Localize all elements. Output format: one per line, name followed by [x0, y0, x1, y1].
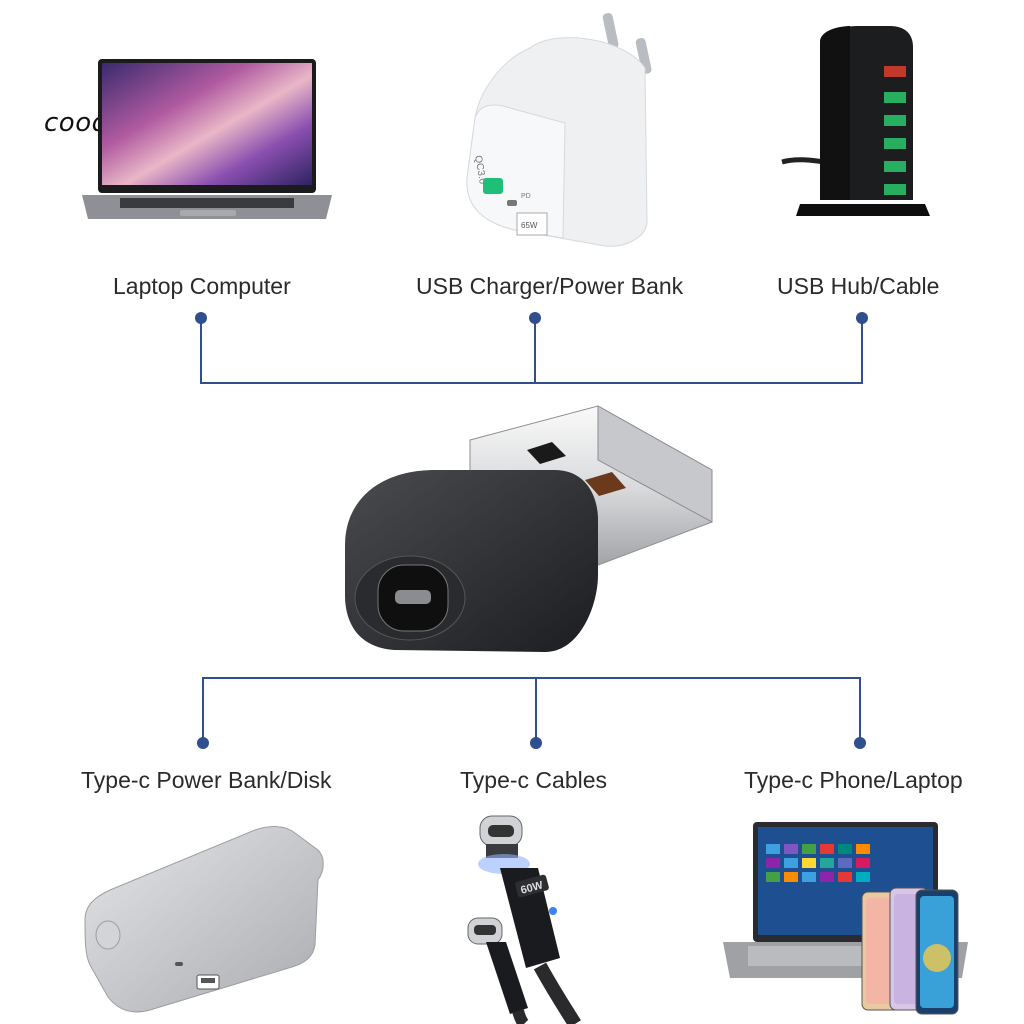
cable-badge-text: 60W: [519, 879, 545, 897]
top-left-dot: [195, 312, 207, 324]
top-connector-line: [200, 318, 863, 384]
bottom-label-phone-laptop: Type-c Phone/Laptop: [744, 767, 963, 793]
charger-pd-text: PD: [521, 193, 531, 200]
bottom-label-powerbank: Type-c Power Bank/Disk: [81, 767, 332, 793]
usb-charger-image: QC3.0 PD 65W: [466, 13, 652, 247]
top-right-dot: [856, 312, 868, 324]
laptop-image: [82, 59, 332, 219]
top-label-charger: USB Charger/Power Bank: [416, 273, 684, 299]
usb-hub-image: [781, 26, 930, 216]
bottom-label-cables: Type-c Cables: [460, 767, 608, 793]
typec-cable-image: 60W: [467, 815, 581, 1024]
top-label-laptop: Laptop Computer: [113, 273, 291, 299]
bottom-right-dot: [854, 737, 866, 749]
usb-to-typec-adapter-image: [345, 405, 713, 652]
top-center-dot: [529, 312, 541, 324]
phone-laptop-image: [723, 822, 968, 1015]
charger-qc-text: QC3.0: [472, 155, 488, 186]
bottom-left-dot: [197, 737, 209, 749]
charger-watt-text: 65W: [521, 221, 538, 230]
bottom-connector-line: [202, 677, 861, 743]
bottom-center-dot: [530, 737, 542, 749]
top-label-hub: USB Hub/Cable: [777, 273, 940, 299]
powerbank-image: [84, 826, 324, 1013]
